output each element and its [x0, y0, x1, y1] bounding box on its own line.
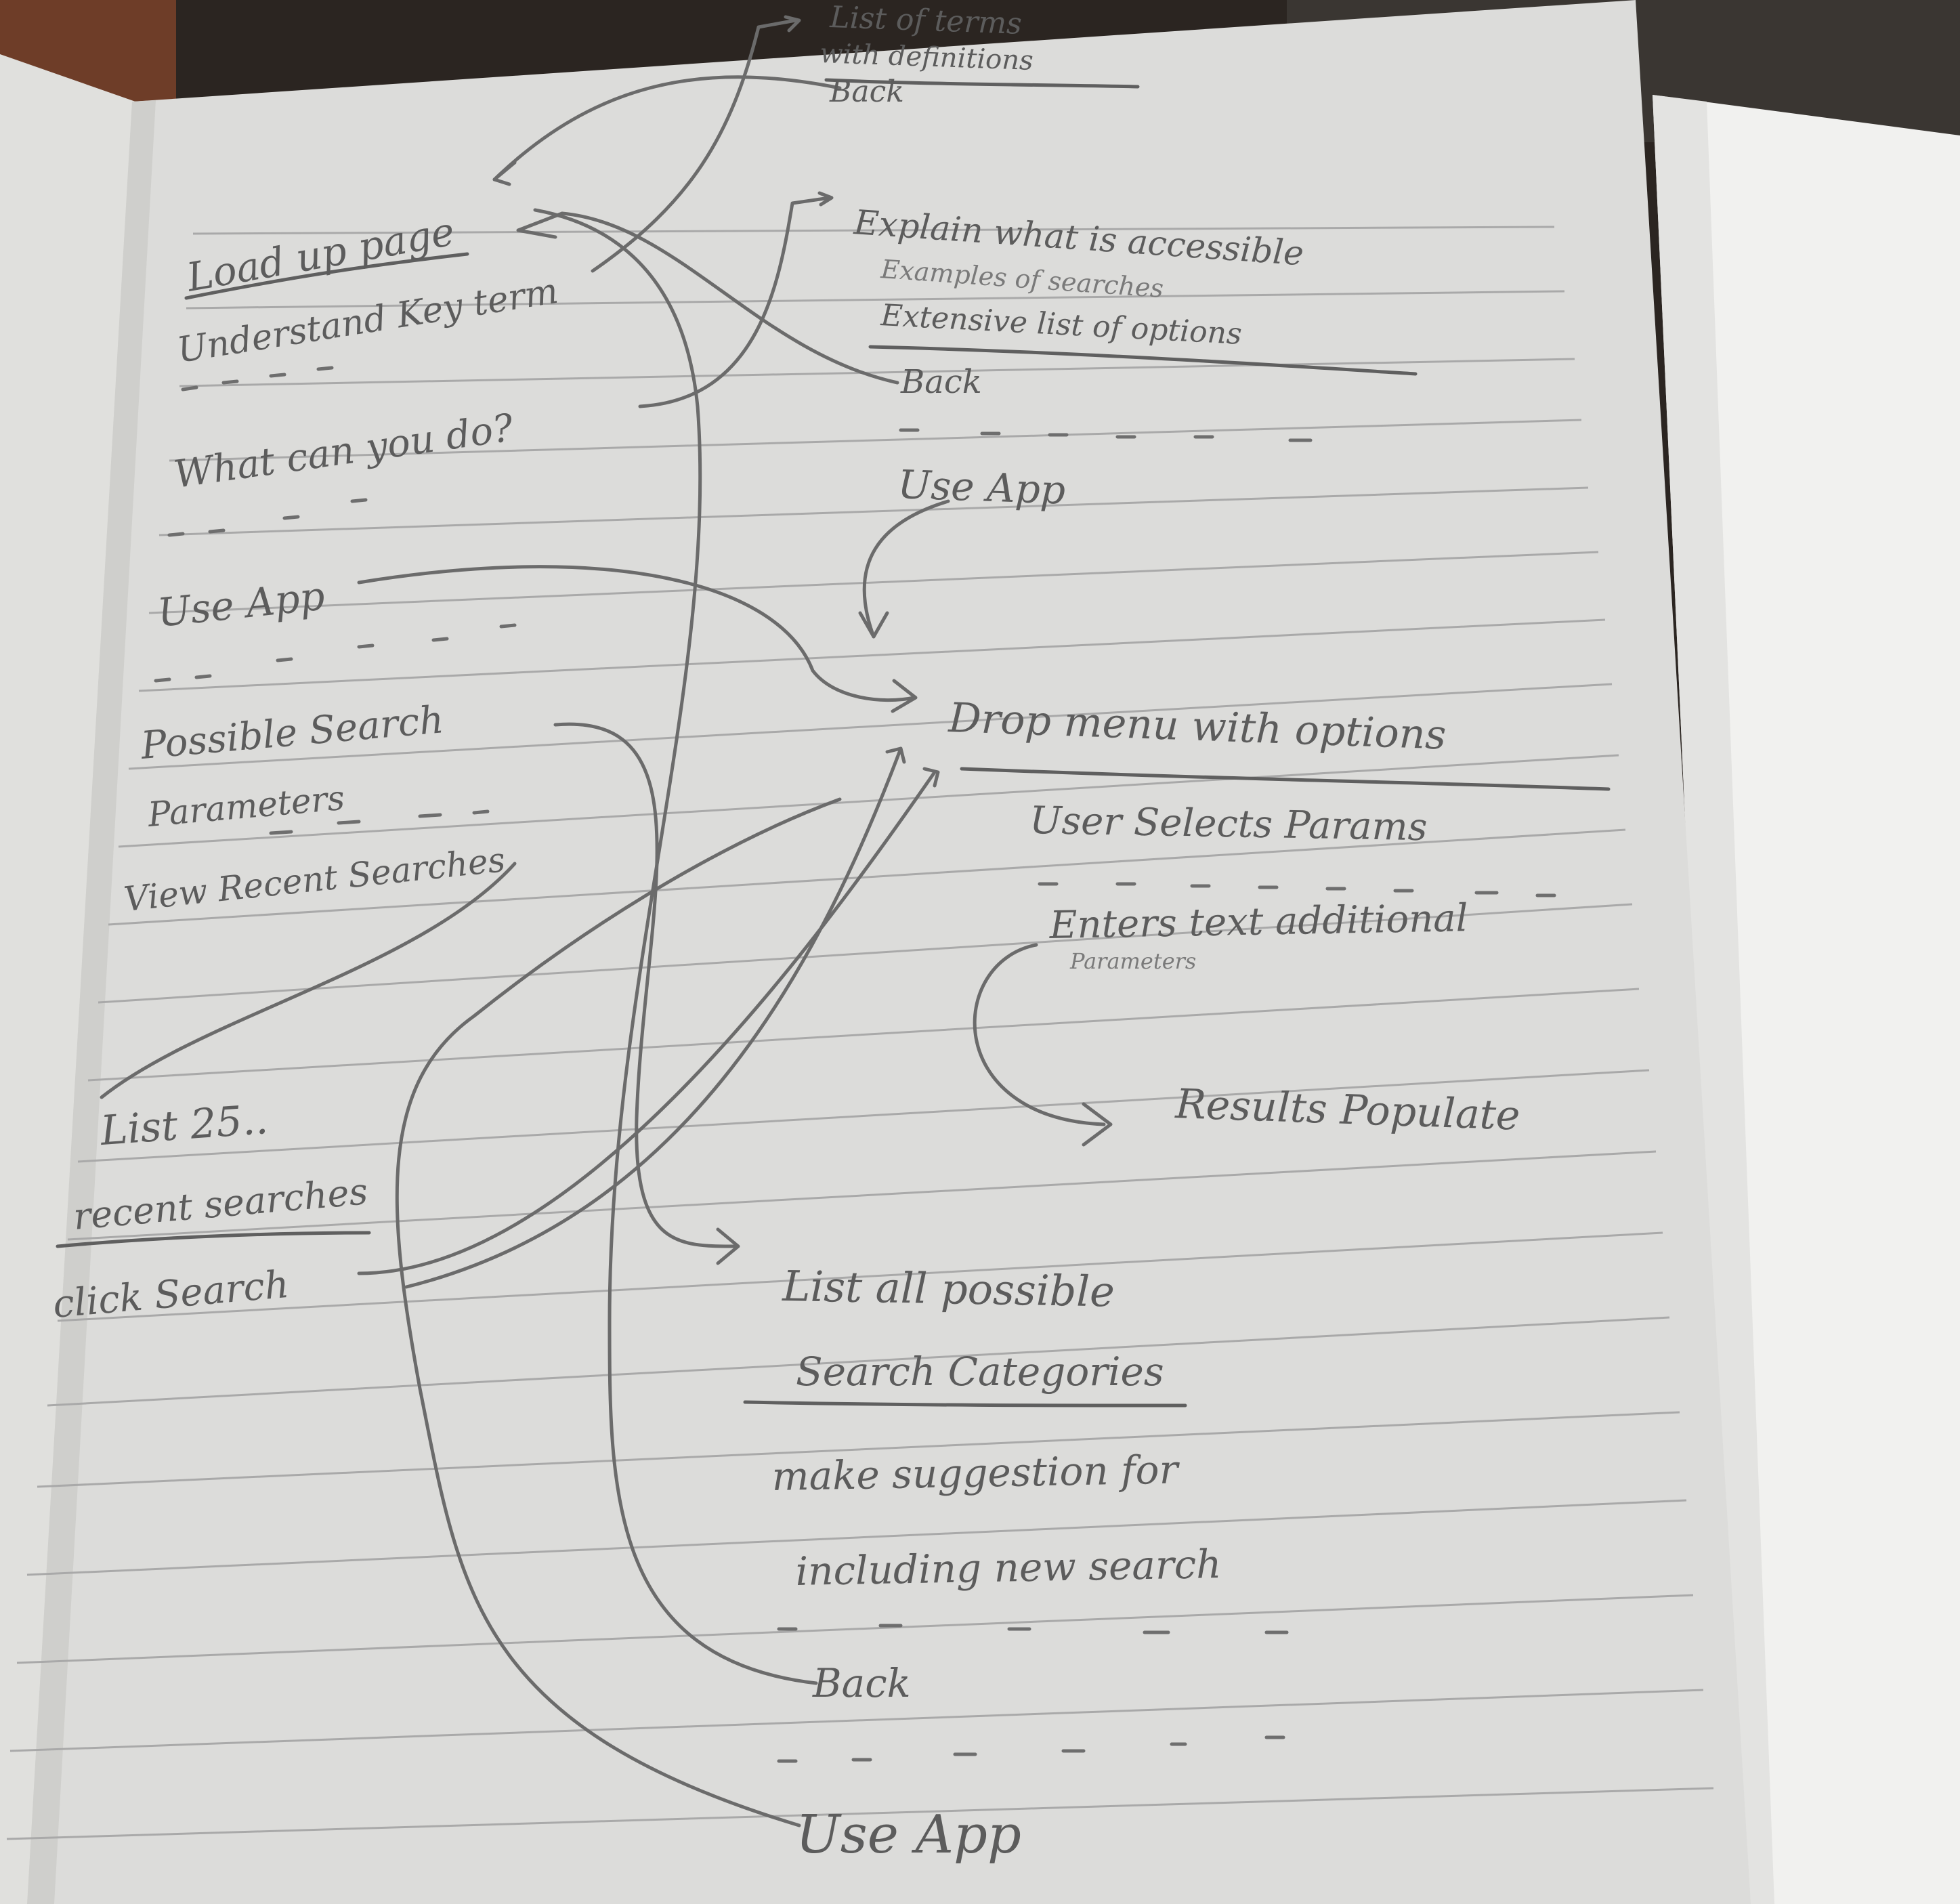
right-column: List of terms with definitions Back Expl… — [771, 0, 1521, 1865]
node-parameters-small: Parameters — [1069, 948, 1196, 974]
ruled-lines — [6, 226, 1714, 1840]
arrow-enters-to-results — [973, 943, 1106, 1126]
node-use-app-bottom: Use App — [796, 1804, 1021, 1865]
node-back-top: Back — [829, 75, 904, 109]
arrow-recent-to-list25 — [100, 862, 517, 1099]
arrow-useapp-to-drop — [357, 565, 916, 702]
flow-arrows — [100, 15, 1113, 1827]
node-enters-text: Enters text additional — [1048, 896, 1468, 948]
node-search-categories: Search Categories — [796, 1349, 1164, 1395]
pencil-marks — [56, 78, 1611, 1763]
node-with-definitions: with definitions — [819, 38, 1034, 77]
arrow-useapp-bottom-up — [395, 797, 842, 1827]
arrow-back-bottom-up — [533, 208, 818, 1685]
left-page-edge — [0, 54, 135, 1904]
node-list-all-possible: List all possible — [782, 1261, 1115, 1317]
arrow-click-curve-up — [404, 746, 903, 1289]
arrow-back-mid-to-load — [560, 211, 899, 385]
arrow-back-to-load — [492, 75, 842, 182]
node-user-selects: User Selects Params — [1029, 799, 1428, 849]
node-use-app-mid: Use App — [897, 461, 1067, 513]
arrow-click-to-drop — [357, 770, 937, 1275]
node-make-suggestion: make suggestion for — [771, 1446, 1180, 1500]
arrow-what-to-explain — [638, 196, 832, 408]
node-back-mid: Back — [900, 363, 982, 401]
node-list-of-terms: List of terms — [829, 0, 1023, 41]
arrow-terms-to-definitions — [591, 18, 798, 273]
node-list-25: List 25.. — [98, 1096, 270, 1155]
node-back-bottom: Back — [812, 1660, 911, 1706]
arrow-possible-to-listall — [553, 722, 737, 1248]
node-including-new-search: including new search — [795, 1541, 1222, 1594]
arrow-useapp-mid-to-drop — [862, 499, 950, 639]
